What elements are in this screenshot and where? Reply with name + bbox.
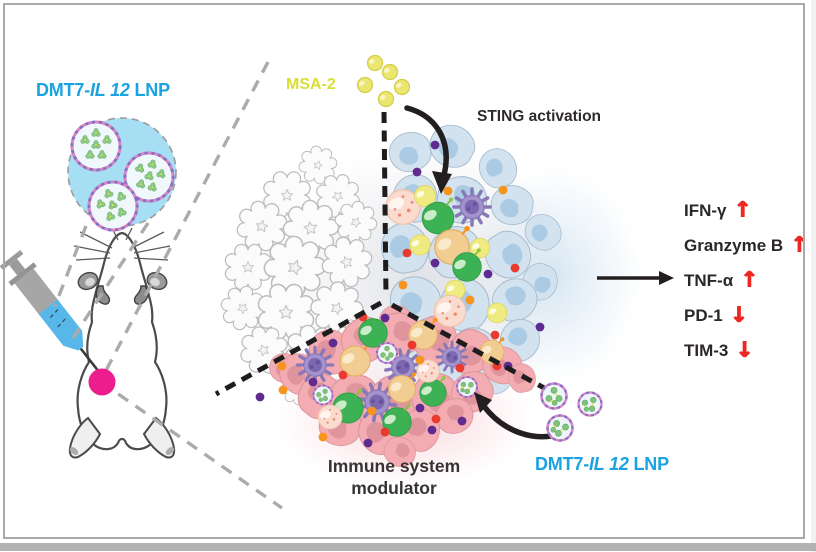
marker-name: PD-1 — [684, 305, 723, 325]
right-edge-strip — [811, 0, 816, 552]
marker-row: TNF-α ↑ — [684, 269, 809, 292]
immune-modulator-line1: Immune system — [327, 456, 461, 476]
marker-row: TIM-3 ↓ — [684, 339, 809, 362]
tumor-cross-section — [213, 111, 568, 474]
mouse-feet — [68, 416, 176, 459]
marker-down-arrow: ↓ — [729, 302, 749, 328]
lnp-label-top: DMT7-IL 12 LNP — [36, 80, 170, 101]
lnp-vial-circle — [67, 117, 178, 237]
marker-name: TNF-α — [684, 270, 734, 290]
lnp-label-bottom-prefix: DMT7- — [535, 454, 589, 474]
output-arrow — [597, 271, 674, 285]
marker-name: TIM-3 — [684, 340, 729, 360]
msa2-entry-arrow — [404, 105, 452, 194]
lnp-label-bottom: DMT7-IL 12 LNP — [535, 454, 669, 475]
immune-modulator-line2: modulator — [351, 477, 437, 498]
lnp-label-top-gene: IL 12 — [90, 80, 130, 100]
figure-frame — [3, 3, 805, 539]
marker-list: IFN-γ ↑ Granzyme B ↑ TNF-α ↑ PD-1 ↓ TIM-… — [684, 199, 809, 362]
marker-row: IFN-γ ↑ — [684, 199, 809, 222]
tumor-injection-site — [88, 368, 116, 396]
marker-name: Granzyme B — [684, 235, 784, 255]
marker-row: PD-1 ↓ — [684, 304, 809, 327]
sting-activation-label: STING activation — [477, 108, 602, 125]
lnp-label-top-suffix: LNP — [129, 80, 171, 100]
msa2-label: MSA-2 — [286, 76, 336, 93]
mouse-ears — [77, 271, 168, 291]
sector-divider-lines — [214, 111, 548, 397]
lnp-label-bottom-suffix: LNP — [628, 454, 670, 474]
marker-up-arrow: ↑ — [740, 267, 759, 293]
lnp-label-top-prefix: DMT7- — [36, 80, 90, 100]
marker-name: IFN-γ — [684, 200, 727, 220]
immune-modulator-label: Immune system modulator — [308, 456, 480, 500]
marker-up-arrow: ↑ — [733, 197, 752, 223]
lnp-label-bottom-gene: IL 12 — [589, 454, 629, 474]
magnifier-dashed-lines — [53, 61, 283, 510]
mouse-whiskers — [73, 227, 171, 261]
marker-down-arrow: ↓ — [735, 337, 754, 363]
bottom-bar — [0, 543, 816, 551]
